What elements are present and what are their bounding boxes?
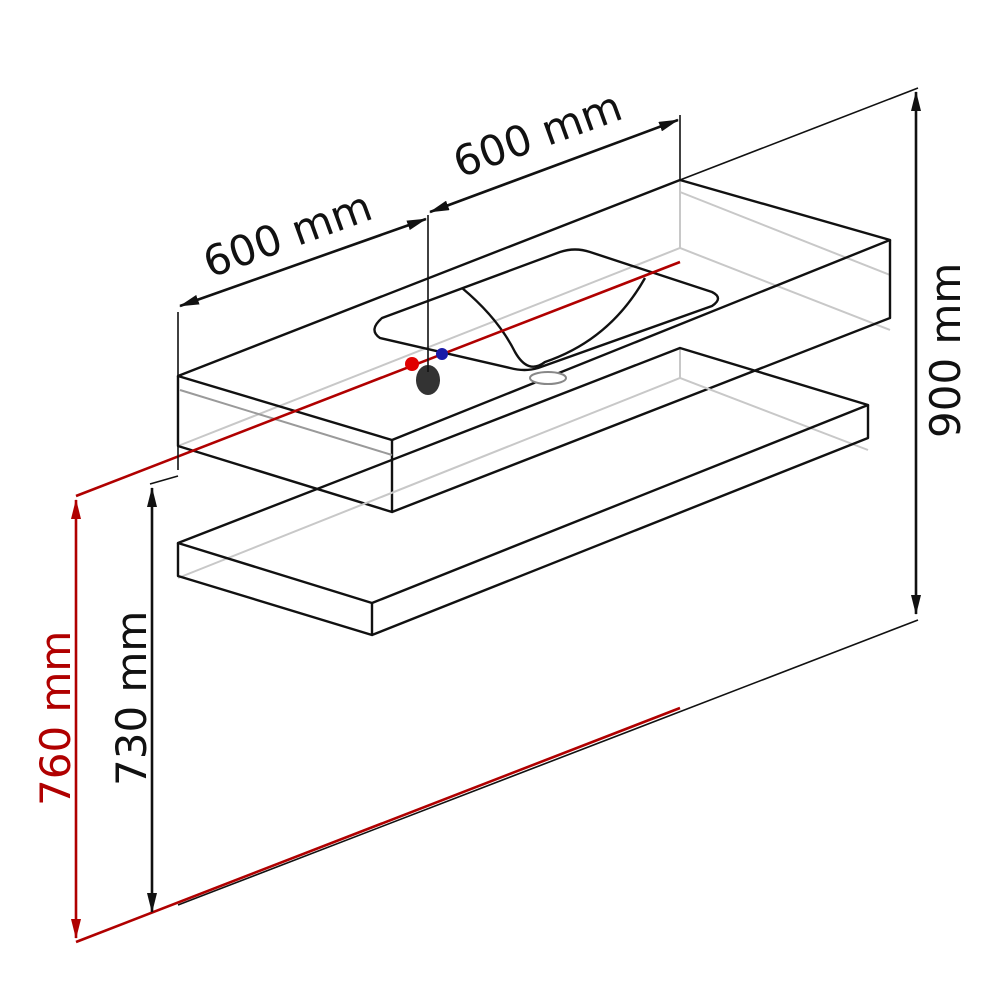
sink-basin (373, 248, 720, 385)
height-dimension-900: 900 mm (911, 91, 970, 615)
dim-label-width-left: 600 mm (197, 181, 379, 287)
shelf-right-face (371, 405, 870, 637)
wall-top-extension (679, 87, 919, 181)
countertop-inner-lip (679, 191, 891, 276)
floor-line (177, 619, 919, 906)
height-dimension-730: 730 mm (107, 475, 179, 913)
dim-label-height-760: 760 mm (31, 631, 80, 806)
cold-valve-icon (436, 348, 448, 360)
wall-outline (177, 87, 919, 906)
hot-valve-icon (405, 357, 419, 371)
basin-bowl-curve (461, 277, 647, 368)
shelf-front-face (176, 543, 374, 637)
dim-arrow-width-left (179, 217, 427, 308)
countertop-right-face (391, 240, 892, 514)
dim-label-height-900: 900 mm (921, 263, 970, 438)
drain-pipe-icon (416, 365, 440, 395)
basin-rim (373, 248, 720, 372)
ext-line-730-top (149, 475, 179, 485)
basin-drain (529, 371, 567, 385)
dim-label-height-730: 730 mm (107, 611, 156, 786)
bottom-shelf (176, 346, 870, 637)
height-dimension-760: 760 mm (31, 499, 81, 939)
countertop-bevel-line (179, 389, 393, 456)
water-line-floor (75, 706, 681, 944)
connections (405, 348, 448, 395)
dim-arrow-width-right (429, 118, 679, 214)
water-supply-line (75, 260, 681, 944)
water-line-top (75, 260, 681, 498)
